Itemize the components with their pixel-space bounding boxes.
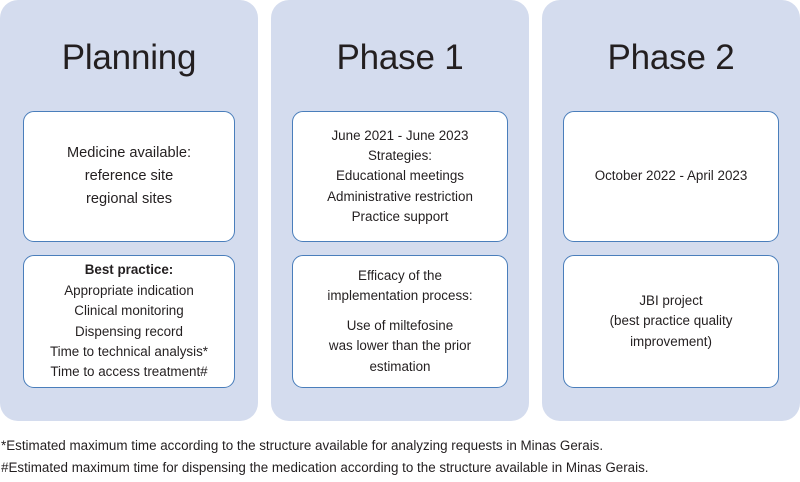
card-best-practice: Best practice: Appropriate indication Cl… [23,255,235,388]
card-line: improvement) [630,333,712,349]
card-line: Educational meetings [335,168,465,184]
card-phase2-timeline: October 2022 - April 2023 [563,111,779,242]
footnote-asterisk: *Estimated maximum time according to the… [1,438,604,453]
card-line: implementation process: [327,288,473,304]
card-group: Efficacy of the implementation process: [327,266,472,307]
card-line: JBI project [639,292,703,308]
card-line: reference site [84,168,174,185]
card-line-heading: Best practice: [84,262,174,278]
card-group: Best practice: Appropriate indication Cl… [50,260,208,382]
footnotes: *Estimated maximum time according to the… [0,435,800,478]
card-medicine-available: Medicine available: reference site regio… [23,111,235,242]
card-line: Administrative restriction [327,188,473,204]
card-line: Efficacy of the [358,268,442,284]
card-line: Medicine available: [66,145,192,162]
card-line: Dispensing record [75,323,183,339]
card-line: Clinical monitoring [74,303,184,319]
card-line: October 2022 - April 2023 [594,168,748,184]
panel-cards-planning: Medicine available: reference site regio… [0,75,258,421]
card-phase2-jbi-project: JBI project (best practice quality impro… [563,255,779,388]
card-group: October 2022 - April 2023 [595,166,748,186]
card-line: was lower than the prior [328,338,472,354]
card-line: June 2021 - June 2023 [331,127,469,143]
card-group: Medicine available: reference site regio… [67,142,191,210]
card-group: Use of miltefosine was lower than the pr… [329,316,471,377]
phase-panel-phase-1: Phase 1 June 2021 - June 2023 Strategies… [271,0,529,421]
phase-panel-planning: Planning Medicine available: reference s… [0,0,258,421]
footnote-hash: #Estimated maximum time for dispensing t… [1,459,649,475]
card-line: Time to access treatment# [50,364,208,380]
card-line: (best practice quality [609,313,733,329]
card-phase1-efficacy: Efficacy of the implementation process: … [292,255,508,388]
card-line: Appropriate indication [64,282,194,298]
card-line: regional sites [86,190,172,207]
panel-title-planning: Planning [61,38,197,77]
card-group: JBI project (best practice quality impro… [610,291,733,352]
card-line: Use of miltefosine [346,317,454,333]
card-group: June 2021 - June 2023 Strategies: Educat… [327,126,473,228]
phase-columns: Planning Medicine available: reference s… [0,0,800,421]
card-line: Practice support [351,209,449,225]
card-line: estimation [369,358,431,374]
panel-title-phase-1: Phase 1 [336,38,464,77]
panel-cards-phase-1: June 2021 - June 2023 Strategies: Educat… [271,75,529,421]
panel-title-phase-2: Phase 2 [607,38,735,77]
phase-panel-phase-2: Phase 2 October 2022 - April 2023 JBI pr… [542,0,800,421]
card-line: Strategies: [367,147,432,163]
card-line: Time to technical analysis* [49,343,209,359]
card-phase1-timeline-strategies: June 2021 - June 2023 Strategies: Educat… [292,111,508,242]
panel-cards-phase-2: October 2022 - April 2023 JBI project (b… [542,75,800,421]
